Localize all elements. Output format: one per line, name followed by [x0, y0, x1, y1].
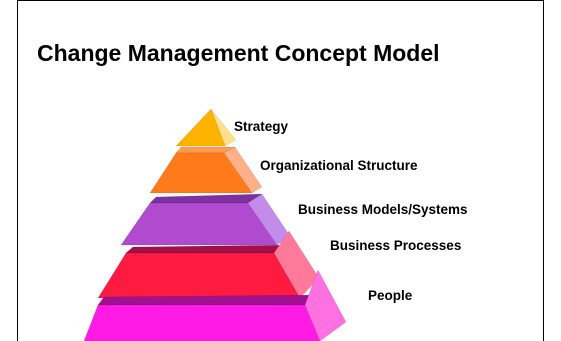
slide-title: Change Management Concept Model — [37, 40, 440, 66]
pyramid-tier-business-models-systems — [120, 202, 278, 246]
pyramid-label-organizational-structure: Organizational Structure — [260, 158, 418, 173]
pyramid-tier-strategy — [175, 108, 226, 147]
slide-frame-top — [17, 0, 544, 1]
pyramid-tier-organizational-structure-side — [223, 146, 263, 194]
pyramid-tier-people-top — [97, 294, 319, 306]
slide-frame-right — [543, 0, 544, 341]
pyramid-tier-business-processes — [97, 252, 301, 299]
pyramid-tier-business-processes-top — [125, 244, 290, 254]
slide-frame-left — [17, 0, 18, 341]
pyramid-tier-organizational-structure — [149, 152, 253, 194]
pyramid-label-business-models-systems: Business Models/Systems — [298, 202, 468, 217]
pyramid-label-business-processes: Business Processes — [330, 238, 461, 253]
pyramid-tier-people — [83, 304, 321, 341]
pyramid-label-strategy: Strategy — [234, 119, 289, 134]
pyramid-label-people: People — [368, 288, 413, 303]
pyramid-tier-business-models-systems-top — [149, 193, 263, 204]
